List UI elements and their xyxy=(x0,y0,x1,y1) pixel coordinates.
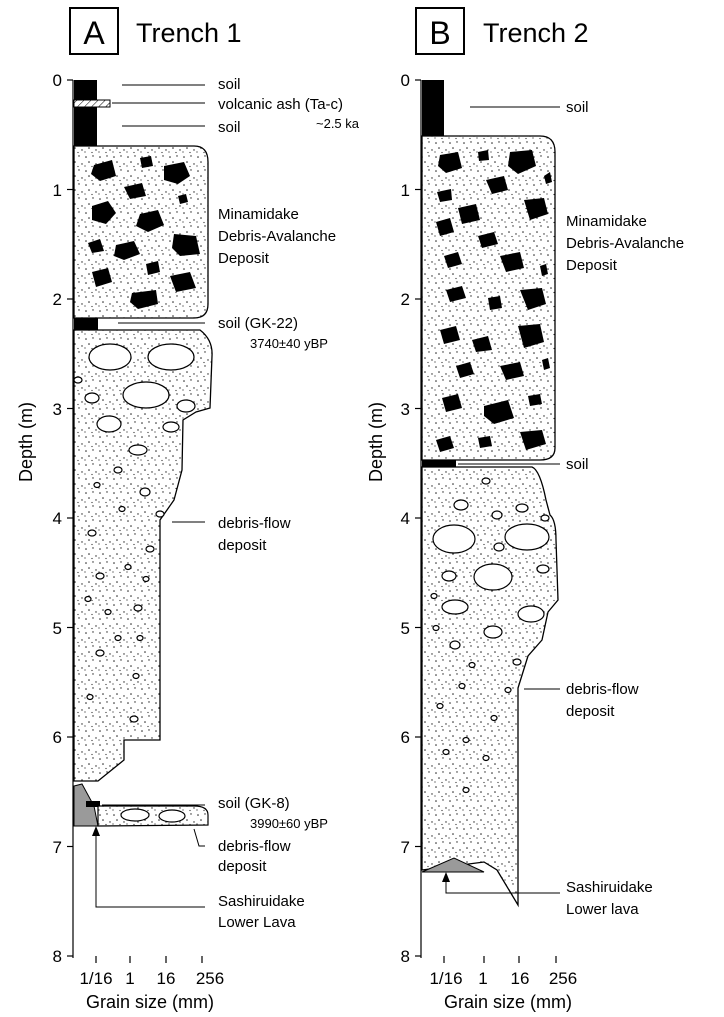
depth-tick-label: 1 xyxy=(53,181,62,200)
panel-b-title: Trench 2 xyxy=(483,18,589,48)
soil-layer xyxy=(74,80,97,146)
depth-tick-label: 7 xyxy=(401,838,410,857)
panel-a: A Trench 1 0 1 2 3 4 5 6 7 8 Depth (m) xyxy=(16,8,360,1012)
label-debris-flow-line1: debris-flow xyxy=(566,681,639,698)
label-avalanche-line3: Deposit xyxy=(566,257,618,274)
depth-axis-label-a: Depth (m) xyxy=(16,402,36,482)
label-avalanche-line3: Deposit xyxy=(218,250,270,267)
grain-tick-label: 16 xyxy=(511,969,530,988)
label-lava-line2: Lower lava xyxy=(566,901,639,918)
label-volcanic-ash: volcanic ash (Ta-c) xyxy=(218,96,343,113)
grain-tick-label: 1/16 xyxy=(429,969,462,988)
soil-layer xyxy=(422,80,444,136)
label-soil: soil xyxy=(218,119,241,136)
depth-tick-label: 0 xyxy=(401,71,410,90)
label-gk22-age: 3740±40 yBP xyxy=(250,336,328,351)
grain-tick-label: 1 xyxy=(125,969,134,988)
grain-tick-label: 256 xyxy=(196,969,224,988)
label-lower-debris-flow-line1: debris-flow xyxy=(218,838,291,855)
depth-tick-label: 7 xyxy=(53,838,62,857)
label-debris-flow-line2: deposit xyxy=(566,703,615,720)
grain-tick-label: 1 xyxy=(478,969,487,988)
depth-tick-label: 5 xyxy=(53,619,62,638)
label-gk8-age: 3990±60 yBP xyxy=(250,816,328,831)
depth-tick-label: 5 xyxy=(401,619,410,638)
depth-tick-label: 8 xyxy=(401,947,410,966)
soil-layer-gk22 xyxy=(74,318,98,330)
depth-tick-label: 3 xyxy=(401,400,410,419)
label-lava-line2: Lower Lava xyxy=(218,914,296,931)
label-lower-debris-flow-line2: deposit xyxy=(218,858,267,875)
label-soil: soil xyxy=(218,76,241,93)
label-ash-age: ~2.5 ka xyxy=(316,116,360,131)
depth-ticks-a xyxy=(67,80,73,956)
depth-tick-label: 8 xyxy=(53,947,62,966)
label-avalanche-line2: Debris-Avalanche xyxy=(566,235,684,252)
grain-tick-label: 256 xyxy=(549,969,577,988)
grain-ticks-b xyxy=(444,956,556,963)
grain-axis-label-b: Grain size (mm) xyxy=(444,992,572,1012)
label-soil: soil xyxy=(566,99,589,116)
depth-tick-label: 2 xyxy=(53,290,62,309)
grain-axis-label-a: Grain size (mm) xyxy=(86,992,214,1012)
panel-b-letter: B xyxy=(429,15,450,51)
volcanic-ash-layer xyxy=(74,100,110,107)
arrowhead-b xyxy=(442,872,450,882)
depth-tick-label: 6 xyxy=(401,728,410,747)
label-avalanche-line1: Minamidake xyxy=(218,206,299,223)
lower-debris-flow-deposit xyxy=(98,806,208,826)
depth-tick-label: 1 xyxy=(401,181,410,200)
panel-a-letter: A xyxy=(83,15,105,51)
depth-tick-label: 3 xyxy=(53,400,62,419)
depth-tick-label: 2 xyxy=(401,290,410,309)
label-avalanche-line2: Debris-Avalanche xyxy=(218,228,336,245)
label-lava-line1: Sashiruidake xyxy=(218,893,305,910)
depth-tick-label: 4 xyxy=(401,509,410,528)
label-soil: soil xyxy=(566,456,589,473)
arrowhead-a xyxy=(92,826,100,836)
label-debris-flow-line1: debris-flow xyxy=(218,515,291,532)
panel-a-title: Trench 1 xyxy=(136,18,242,48)
soil-layer xyxy=(422,460,456,467)
grain-tick-label: 16 xyxy=(157,969,176,988)
depth-tick-label: 4 xyxy=(53,509,62,528)
label-debris-flow-line2: deposit xyxy=(218,537,267,554)
depth-ticks-b xyxy=(415,80,421,956)
label-soil-gk8: soil (GK-8) xyxy=(218,795,290,812)
grain-ticks-a xyxy=(96,956,202,963)
panel-b: B Trench 2 0 1 2 3 4 5 6 7 8 Depth (m) 1… xyxy=(366,8,684,1012)
depth-axis-label-b: Depth (m) xyxy=(366,402,386,482)
label-soil-gk22: soil (GK-22) xyxy=(218,315,298,332)
label-avalanche-line1: Minamidake xyxy=(566,213,647,230)
label-lava-line1: Sashiruidake xyxy=(566,879,653,896)
depth-tick-label: 0 xyxy=(53,71,62,90)
grain-tick-label: 1/16 xyxy=(79,969,112,988)
depth-tick-label: 6 xyxy=(53,728,62,747)
